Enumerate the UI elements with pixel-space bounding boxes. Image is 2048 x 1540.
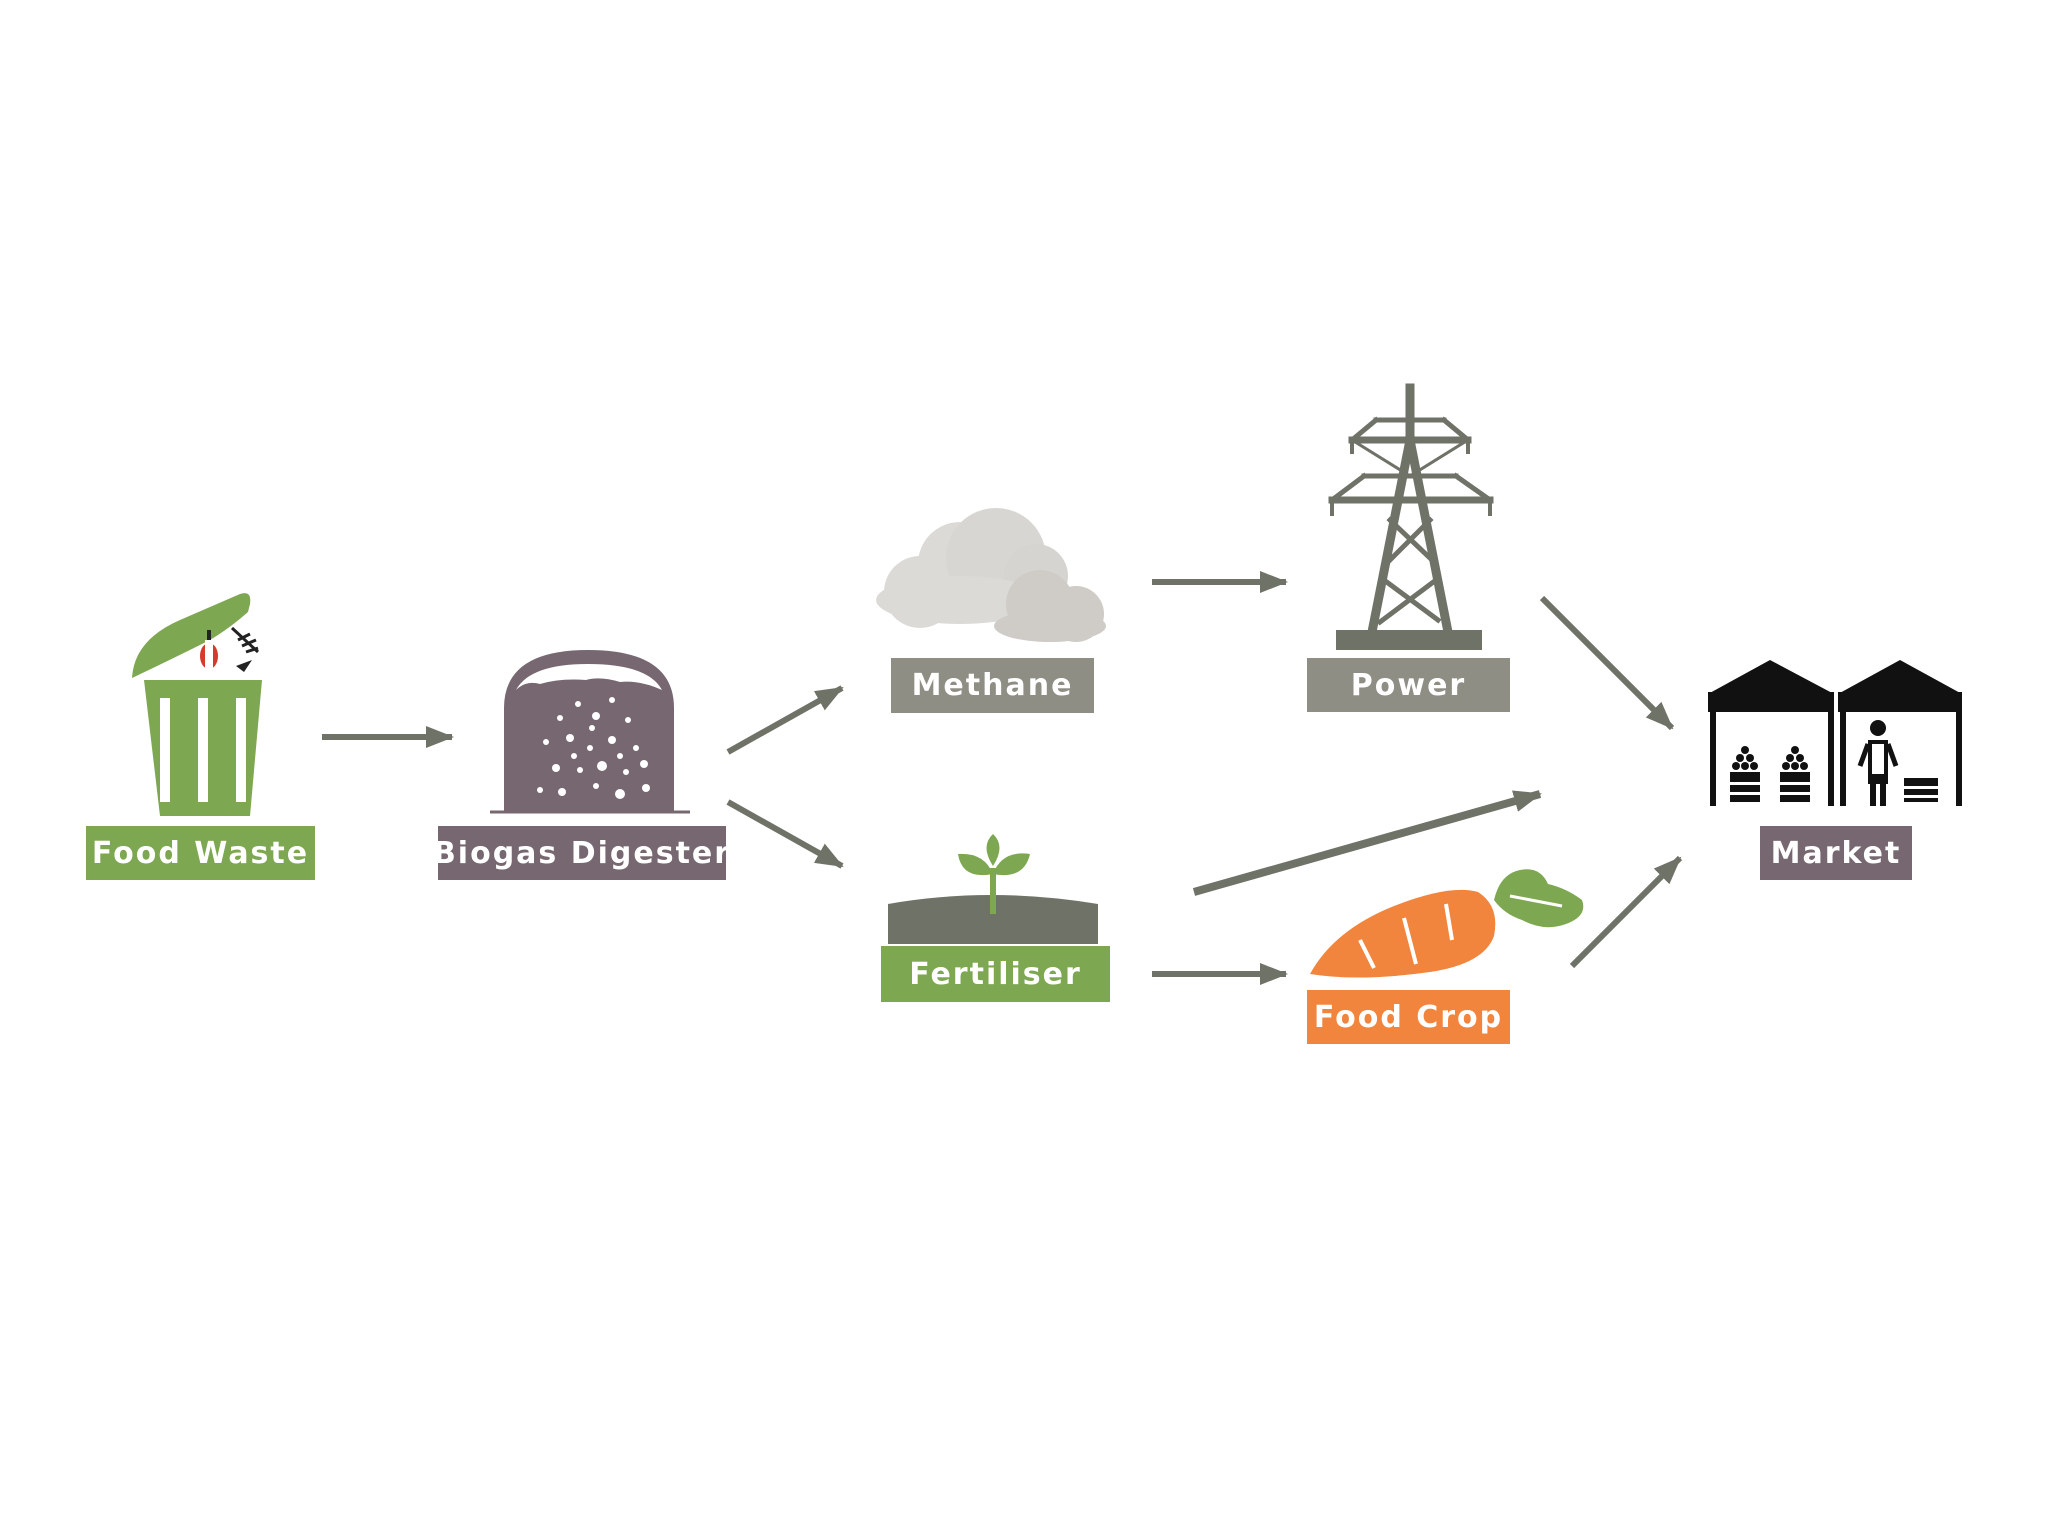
label-methane: Methane [891, 658, 1094, 713]
arrow-digester-to-fertiliser [728, 802, 842, 866]
carrot-icon [1310, 869, 1583, 977]
cloud-icon [876, 508, 1106, 642]
label-food-crop: Food Crop [1307, 990, 1510, 1044]
arrow-foodcrop-to-market [1572, 858, 1680, 966]
arrow-digester-to-methane [728, 688, 842, 752]
label-biogas-digester: Biogas Digester [438, 826, 726, 880]
sprout-icon [888, 834, 1098, 944]
label-fertiliser: Fertiliser [881, 946, 1110, 1002]
market-stall-icon [1708, 660, 1962, 806]
trash-bin-icon [132, 593, 262, 816]
label-food-waste: Food Waste [86, 826, 315, 880]
digester-dome-icon [490, 650, 690, 812]
arrow-power-to-market [1542, 598, 1672, 728]
label-market: Market [1760, 826, 1912, 880]
label-power: Power [1307, 658, 1510, 712]
pylon-base [1336, 630, 1482, 650]
arrow-fertiliser-to-market [1194, 794, 1540, 892]
pylon-icon [1332, 388, 1490, 632]
